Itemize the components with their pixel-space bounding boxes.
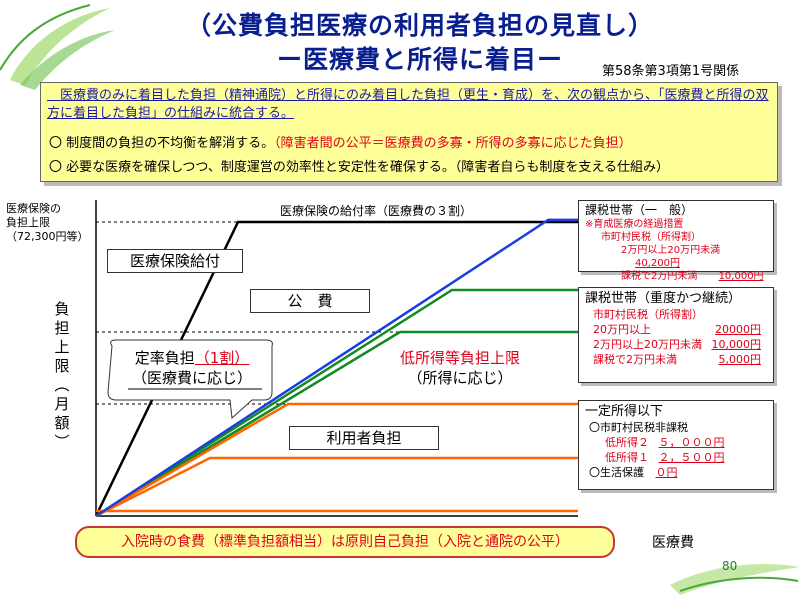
y-axis-top-label: 医療保険の負担上限（72,300円等） — [6, 202, 89, 244]
severe-row3-label: 課税で2万円未満 — [593, 353, 677, 366]
fixed-rate-label: 定率負担（1割） （医療費に応じ） — [112, 348, 272, 388]
fixed-rate-callout — [107, 339, 273, 420]
general-household-box: 課税世帯（一 般） ※育成医療の経過措置 市町村民税（所得割） 2万円以上20万… — [578, 200, 774, 282]
summary-box: 医療費のみに着目した負担（精神通院）と所得にのみ着目した負担（更生・育成）を、次… — [40, 82, 778, 182]
x-axis-label: 医療費 — [652, 535, 694, 551]
y-axis-label-char: ︶ — [54, 433, 70, 451]
low-row3-value: ２，５００円 — [658, 451, 725, 464]
y-axis-top-label-line: 医療保険の — [6, 202, 61, 215]
bullet-text: 必要な医療を確保しつつ、制度運営の効率性と安定性を確保する。（障害者自らも制度を… — [66, 160, 669, 175]
y-axis-top-label-line: 負担上限 — [6, 216, 50, 229]
meal-cost-note: 入院時の食費（標準負担額相当）は原則自己負担（入院と通院の公平） — [75, 526, 615, 558]
severe-household-box: 課税世帯（重度かつ継続） 市町村民税（所得割） 20万円以上 20000円 2万… — [578, 287, 774, 383]
severe-title: 課税世帯（重度かつ継続） — [585, 291, 742, 306]
general-row1-label: 2万円以上20万円未満 — [621, 245, 721, 256]
bullet-mark: 〇 — [49, 136, 63, 151]
fixed-rate-text: 定率負担 — [134, 349, 195, 367]
severe-row2-label: 2万円以上20万円未満 — [593, 338, 702, 351]
severe-row1-value: 20000円 — [715, 323, 761, 336]
insurance-benefit-label: 医療保険給付 — [107, 249, 243, 273]
low-row3-label: 低所得１ — [605, 451, 649, 464]
fixed-rate-percent: （1割） — [194, 349, 250, 367]
public-expense-label: 公 費 — [250, 289, 370, 313]
y-axis-label-char: 限 — [54, 357, 70, 375]
page-subtitle: ー医療費と所得に着目ー — [276, 45, 563, 74]
page-title: （公費負担医療の利用者負担の見直し） — [185, 11, 654, 40]
low-income-label: 低所得等負担上限 （所得に応じ） — [380, 348, 540, 388]
general-sub: 市町村民税（所得割） — [601, 232, 701, 243]
low-title: 一定所得以下 — [585, 404, 664, 419]
leaf-decoration-bottom — [670, 564, 800, 595]
low-income-sub: （所得に応じ） — [407, 369, 513, 387]
bullet-red-text: （障害者間の公平＝医療費の多寡・所得の多寡に応じた負担） — [274, 136, 632, 151]
bullet-text: 制度間の負担の不均衡を解消する。 — [66, 136, 275, 151]
general-row2-value: 10,000円 — [718, 271, 764, 282]
leaf-decoration — [0, 4, 115, 90]
bullet-mark: 〇 — [49, 160, 63, 175]
severe-row3-value: 5,000円 — [718, 353, 762, 366]
y-axis-label-char: ︵ — [54, 376, 70, 394]
general-title: 課税世帯（一 般） — [585, 203, 694, 217]
severe-row2-value: 10,000円 — [711, 338, 762, 351]
y-axis-label-char: 月 — [54, 395, 70, 413]
insurance-rate-label: 医療保険の給付率（医療費の３割） — [280, 204, 473, 218]
low-row4-value: ０円 — [655, 466, 678, 479]
y-axis-label: 負担上限︵月額︶ — [52, 300, 72, 452]
severe-row1-label: 20万円以上 — [593, 323, 651, 336]
clause-reference: 第58条第3項第1号関係 — [602, 64, 740, 79]
low-income-box: 一定所得以下 〇市町村民税非課税 低所得２ ５，０００円 低所得１ ２，５００円… — [578, 400, 774, 490]
low-income-title: 低所得等負担上限 — [399, 349, 520, 367]
insurance-line — [94, 220, 578, 517]
y-axis-label-char: 担 — [54, 319, 70, 337]
general-row2-label: 課税で2万円未満 — [621, 271, 698, 282]
green-line-2 — [95, 330, 578, 518]
y-axis-top-label-line: （72,300円等） — [6, 230, 89, 243]
low-row2-value: ５，０００円 — [658, 436, 725, 449]
y-axis-label-char: 上 — [54, 338, 70, 356]
page-number: 80 — [722, 559, 738, 573]
summary-intro: 医療費のみに着目した負担（精神通院）と所得にのみ着目した負担（更生・育成）を、次… — [47, 88, 769, 121]
summary-bullet-2: 〇 必要な医療を確保しつつ、制度運営の効率性と安定性を確保する。（障害者自らも制… — [49, 156, 669, 175]
low-row1: 〇市町村民税非課税 — [589, 421, 688, 434]
severe-sub: 市町村民税（所得割） — [593, 308, 703, 321]
user-burden-label: 利用者負担 — [289, 426, 439, 450]
y-axis-label-char: 額 — [54, 414, 70, 432]
fixed-rate-sub: （医療費に応じ） — [131, 369, 252, 387]
low-row2-label: 低所得２ — [605, 436, 649, 449]
general-note: ※育成医療の経過措置 — [585, 219, 684, 230]
orange-line-1 — [95, 402, 578, 518]
y-axis-label-char: 負 — [54, 300, 70, 318]
green-line-1 — [95, 288, 578, 518]
summary-bullet-1: 〇 制度間の負担の不均衡を解消する。（障害者間の公平＝医療費の多寡・所得の多寡に… — [49, 132, 632, 151]
general-row1-value: 40,200円 — [635, 258, 680, 269]
orange-line-2 — [95, 456, 578, 518]
low-row4-label: 〇生活保護 — [589, 466, 644, 479]
